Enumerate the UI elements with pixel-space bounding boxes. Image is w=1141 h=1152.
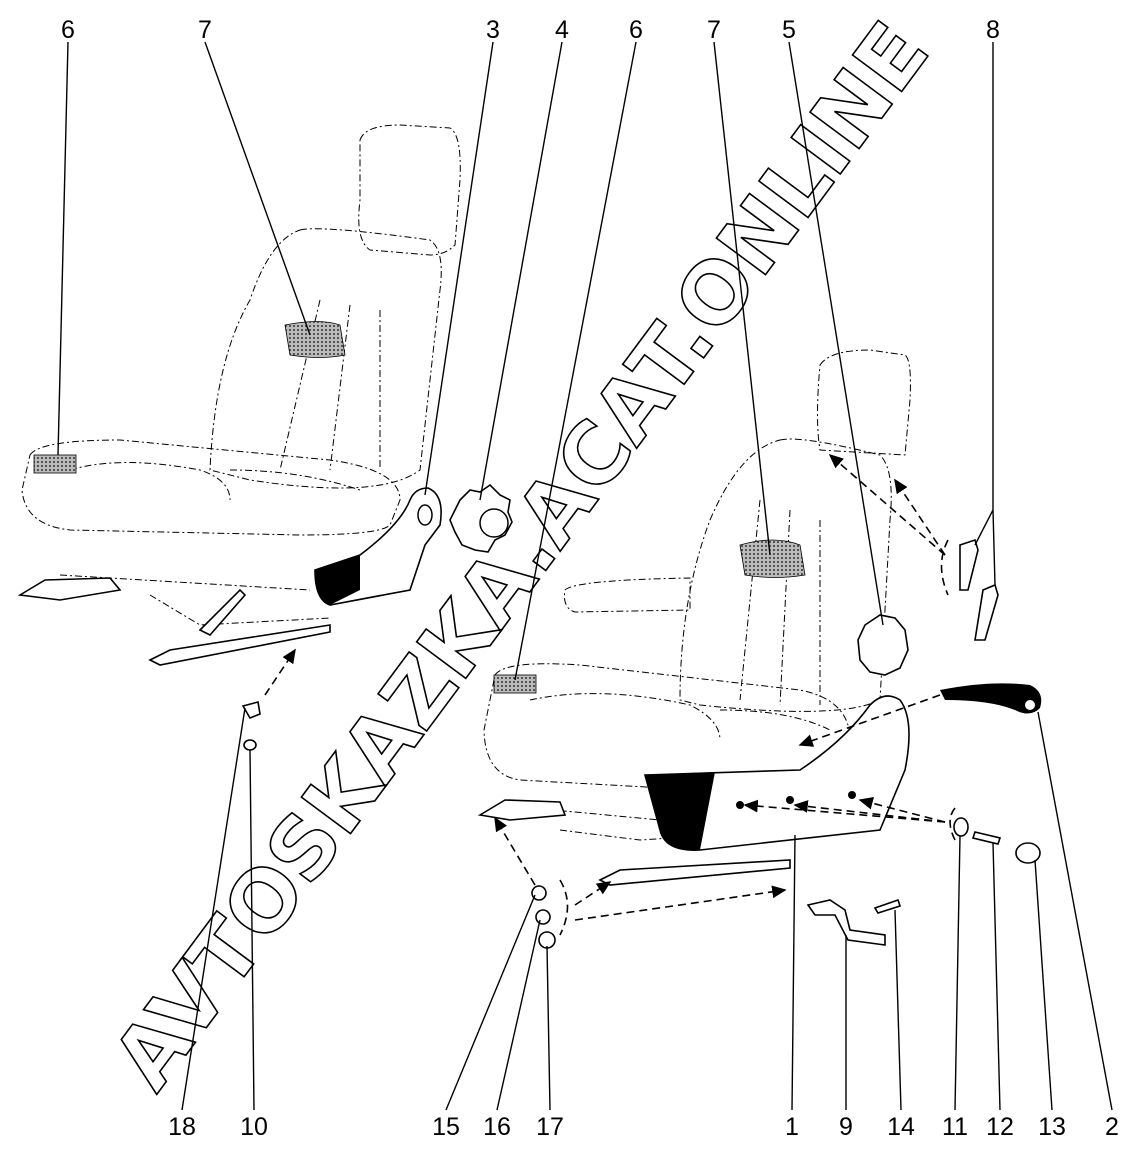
- callout-6: 6: [629, 16, 643, 44]
- callouts-top: 6 7 3 4 6 7 5 8: [61, 16, 1000, 44]
- callouts-bottom: 18 10 15 16 17 1 9 14 11 12 13 2: [168, 1113, 1119, 1141]
- callout-13: 13: [1038, 1113, 1066, 1141]
- assembly-arrows: [264, 453, 956, 936]
- callout-5: 5: [782, 16, 796, 44]
- callout-1: 1: [785, 1113, 799, 1141]
- callout-6: 6: [61, 16, 75, 44]
- callout-16: 16: [483, 1113, 511, 1141]
- callout-17: 17: [536, 1113, 564, 1141]
- adjust-knob-right: [857, 614, 909, 676]
- callout-14: 14: [887, 1113, 915, 1141]
- left-seat: [17, 124, 461, 666]
- callout-18: 18: [168, 1113, 196, 1141]
- callout-8: 8: [986, 16, 1000, 44]
- right-seat: [477, 349, 911, 886]
- callout-11: 11: [942, 1113, 968, 1141]
- callout-2: 2: [1105, 1113, 1119, 1141]
- callout-12: 12: [986, 1113, 1014, 1141]
- small-parts: [241, 538, 1041, 949]
- lever-handle: [940, 683, 1042, 714]
- callout-10: 10: [240, 1113, 268, 1141]
- callout-7: 7: [707, 16, 721, 44]
- callout-9: 9: [839, 1113, 853, 1141]
- callout-3: 3: [486, 16, 500, 44]
- callout-4: 4: [555, 16, 569, 44]
- left-side-cover: [314, 487, 442, 606]
- adjust-knob-left: [449, 483, 513, 553]
- callout-15: 15: [432, 1113, 460, 1141]
- callout-7: 7: [198, 16, 212, 44]
- leader-lines: [57, 41, 1113, 1111]
- right-side-cover: [643, 695, 910, 851]
